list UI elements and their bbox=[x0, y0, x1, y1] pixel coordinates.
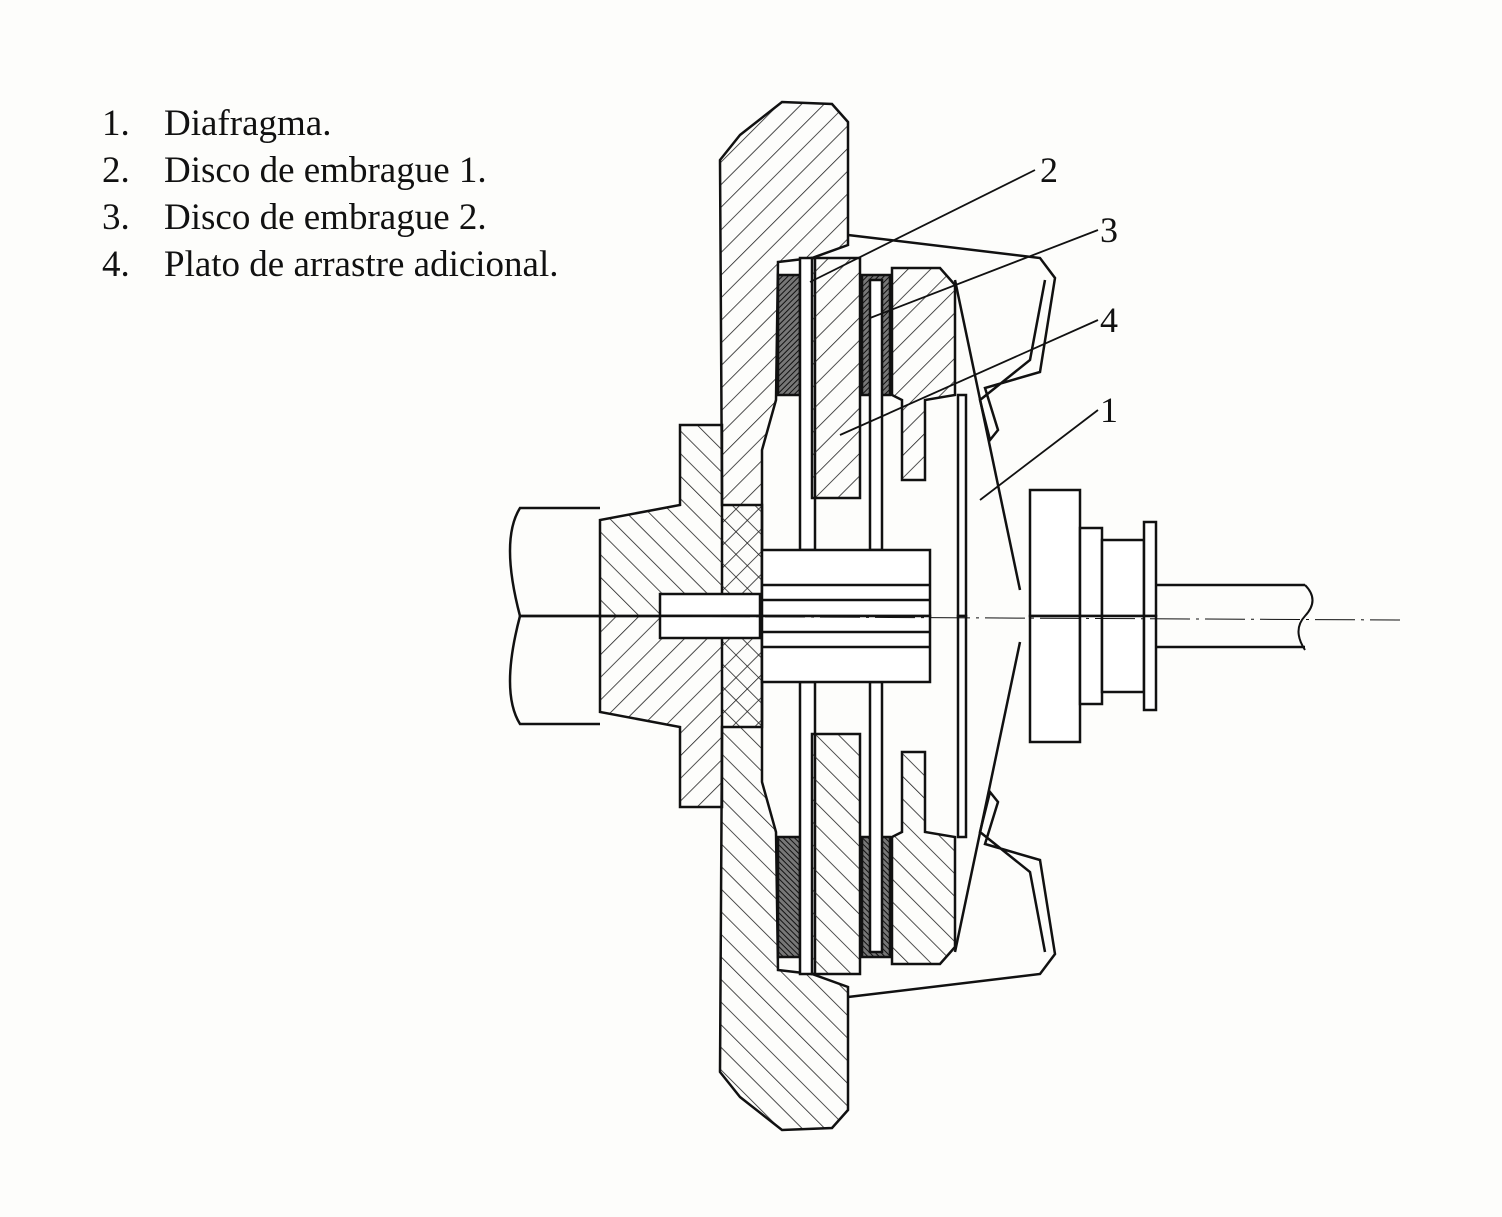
legend-text: Disco de embrague 1. bbox=[164, 150, 487, 191]
legend-text: Diafragma. bbox=[164, 103, 332, 144]
legend-number: 2. bbox=[102, 150, 130, 191]
legend-number: 1. bbox=[102, 103, 130, 144]
legend-item: 2. Disco de embrague 1. bbox=[102, 147, 559, 194]
legend-item: 3. Disco de embrague 2. bbox=[102, 194, 559, 241]
center-axis bbox=[599, 615, 1401, 621]
clutch-upper-half bbox=[508, 100, 1307, 618]
shaft-break bbox=[1297, 584, 1314, 651]
clutch-lower-half bbox=[508, 614, 1307, 1132]
legend-item: 4. Plato de arrastre adicional. bbox=[102, 241, 559, 288]
parts-legend: 1. Diafragma. 2. Disco de embrague 1. 3. Di… bbox=[102, 100, 559, 288]
legend-item: 1. Diafragma. bbox=[102, 100, 559, 147]
callout-1: 1 bbox=[1100, 390, 1118, 430]
callout-leaders bbox=[809, 169, 1099, 501]
legend-number: 3. bbox=[102, 197, 130, 238]
callout-3: 3 bbox=[1100, 210, 1118, 250]
legend-text: Disco de embrague 2. bbox=[164, 197, 487, 238]
legend-text: Plato de arrastre adicional. bbox=[164, 244, 559, 285]
legend-number: 4. bbox=[102, 244, 130, 285]
callout-4: 4 bbox=[1100, 300, 1118, 340]
callout-2: 2 bbox=[1040, 150, 1058, 190]
